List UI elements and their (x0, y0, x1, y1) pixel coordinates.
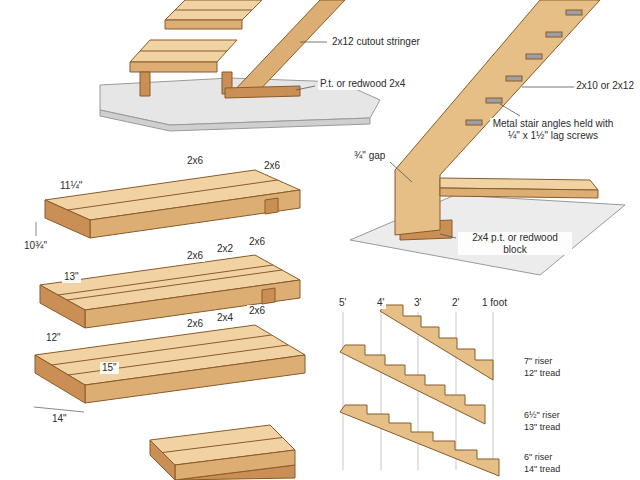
dimension-label: 3' (412, 297, 423, 309)
cutout-stringer (130, 62, 217, 72)
tread-plank (35, 170, 305, 480)
cutout-stringer (225, 86, 300, 98)
guide-line (493, 312, 494, 470)
tread-plank (175, 450, 295, 480)
cutout-stringer (175, 10, 252, 11)
tread-plank (265, 198, 278, 214)
dimension-label: 15" (100, 362, 119, 374)
dimension-label: 12" tread (522, 368, 562, 378)
leader-line (522, 87, 575, 88)
guide-line (381, 312, 382, 470)
dimension-label: Metal stair angles held with ¼" x 1½" la… (490, 118, 616, 141)
leader-line (390, 162, 412, 182)
tread-plank (52, 335, 272, 365)
dimension-label: 2x6 (247, 305, 267, 317)
tread-plank (58, 265, 273, 295)
guide-line (456, 312, 457, 470)
dimension-label: 2x6 (247, 236, 267, 248)
dimension-line (34, 407, 84, 412)
guide-line (343, 312, 344, 470)
tread-plank (262, 288, 275, 304)
dimension-label: ¾" gap (352, 150, 387, 162)
tread-plank (68, 180, 278, 210)
dimension-label: 2x6 (262, 160, 282, 172)
stringer-board (546, 32, 562, 37)
dimension-label: 7" riser (522, 356, 554, 366)
dimension-label: 13" (62, 271, 81, 283)
stringer-board (566, 10, 582, 15)
stringer-profile (340, 305, 499, 476)
cutout-stringer (165, 20, 242, 29)
ground-plane (350, 195, 625, 275)
dimension-label: 13" tread (522, 422, 562, 432)
ground-plane (350, 195, 625, 275)
dimension-label: 1 foot (480, 297, 509, 309)
cutout-stringer (165, 0, 262, 20)
stringer-board (506, 76, 522, 81)
dimension-label: 14" (50, 413, 69, 425)
dimension-label: 2x4 p.t. or redwood block (458, 232, 572, 255)
dimension-label: 2x10 or 2x12 (574, 80, 636, 92)
dimension-label: 5' (337, 297, 348, 309)
stringer-board (486, 98, 502, 103)
dimension-label: 6½" riser (522, 410, 562, 420)
leader-line (440, 234, 456, 238)
dimension-label: 10¾" (22, 240, 49, 252)
cutout-stringer (140, 72, 150, 96)
tread-plank (45, 200, 90, 238)
dimension-label: 14" tread (522, 464, 562, 474)
dimension-label: 2x6 (185, 250, 205, 262)
dimension-label: 2x4 (215, 312, 235, 324)
dimension-label: 2x6 (185, 155, 205, 167)
dimension-label: 11¼" (58, 180, 84, 192)
cutout-stringer (140, 51, 227, 52)
leader-line (500, 104, 520, 116)
dimension-label: 2x12 cutout stringer (330, 36, 422, 48)
tread-plank (85, 355, 305, 403)
stringer-board (440, 188, 598, 198)
dimension-line (36, 222, 37, 236)
dimension-label: 2' (450, 297, 461, 309)
leader-line (296, 86, 315, 90)
leader-line (390, 87, 575, 238)
tread-plank (150, 440, 175, 480)
tread-plank (163, 438, 283, 453)
leader-line (300, 42, 327, 43)
concrete-pad (100, 110, 370, 131)
stringer-board (526, 54, 542, 59)
cutout-stringer (130, 40, 237, 62)
tread-plank (68, 345, 288, 375)
tread-plank (35, 355, 85, 403)
dimension-label: 6" riser (522, 452, 554, 462)
stringer-board (466, 120, 482, 125)
tread-plank (40, 285, 85, 328)
tread-plank (67, 270, 282, 300)
dimension-label: 12" (44, 332, 63, 344)
stringer-profile (340, 405, 499, 476)
dimension-label: P.t. or redwood 2x4 (318, 78, 407, 90)
dimension-label: 2x6 (185, 318, 205, 330)
tread-plank (90, 190, 300, 238)
cutout-stringer (130, 0, 345, 98)
dimension-label: 2x2 (215, 243, 235, 255)
dimension-label: 4' (375, 297, 386, 309)
